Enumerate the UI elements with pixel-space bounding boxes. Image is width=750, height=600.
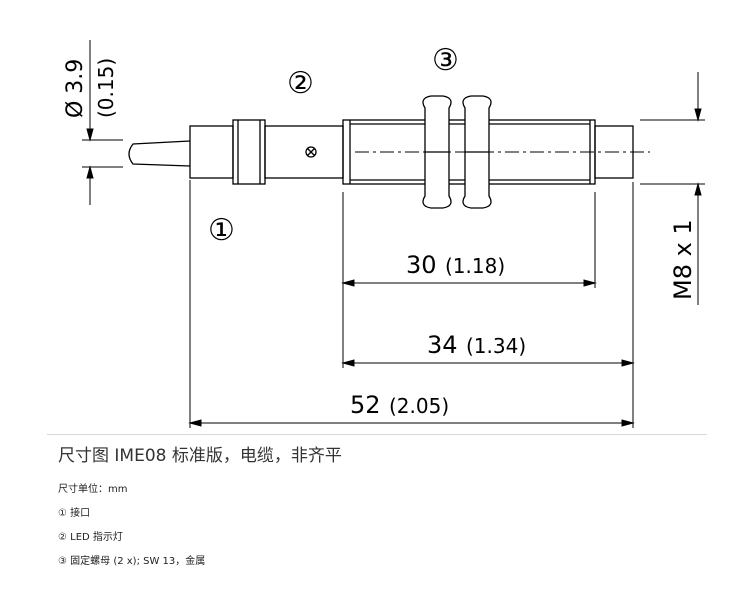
marker-1-label: ①: [208, 213, 235, 248]
unit-note: 尺寸单位：mm: [58, 484, 128, 495]
dim-30-label: 30: [406, 251, 437, 279]
led-indicator: [305, 146, 317, 158]
notes-list: 尺寸单位：mm ① 接口 ② LED 指示灯 ③ 固定螺母 (2 x); SW …: [58, 484, 205, 580]
marker-2-label: ②: [287, 66, 314, 101]
note-item-1: ① 接口: [58, 508, 91, 519]
cable: [128, 140, 191, 167]
marker-3-label: ③: [432, 43, 459, 78]
dimension-drawing: ② ③ ① Ø 3.9 (0.15) M8 x 1 30 (1.18) 34 (…: [63, 40, 705, 428]
separator: [47, 434, 707, 435]
dim-52-label: 52: [350, 391, 381, 419]
thread-label: M8 x 1: [669, 219, 697, 300]
diameter-label: Ø 3.9: [63, 59, 88, 118]
dim-30-inch-label: (1.18): [445, 254, 505, 278]
dim-34-inch-label: (1.34): [466, 334, 526, 358]
connector-body: [189, 125, 234, 179]
diameter-inch-label: (0.15): [94, 58, 118, 118]
figure-caption: 尺寸图 IME08 标准版，电缆，非齐平: [58, 446, 342, 466]
note-item-2: ② LED 指示灯: [58, 532, 123, 543]
led-housing: [264, 125, 344, 179]
dim-34-label: 34: [427, 331, 458, 359]
dim-52-inch-label: (2.05): [389, 394, 449, 418]
note-item-3: ③ 固定螺母 (2 x); SW 13，金属: [58, 556, 206, 567]
